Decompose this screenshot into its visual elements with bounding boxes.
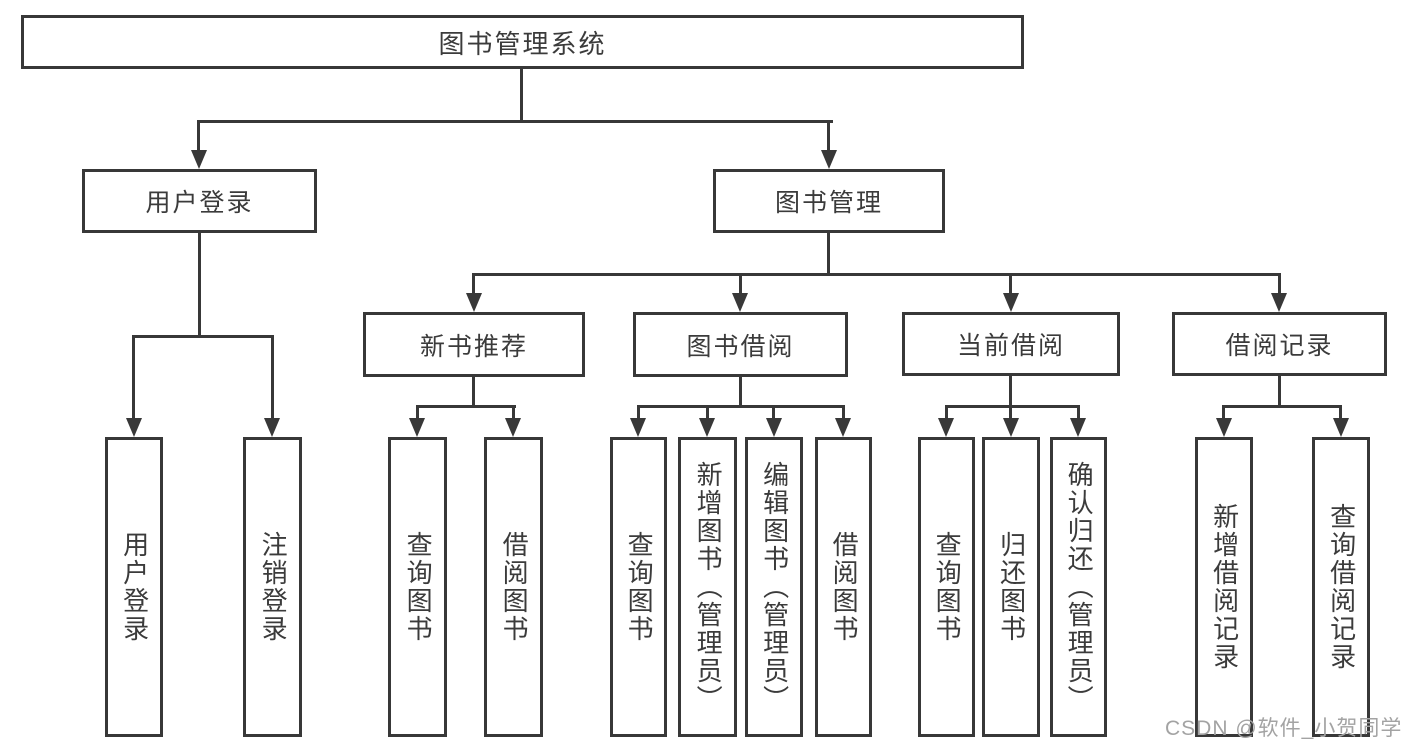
node-new-book-recommend-label: 新书推荐 <box>419 332 528 361</box>
node-book-management-label: 图书管理 <box>774 189 883 217</box>
connector-section-splitter <box>416 405 516 408</box>
leaf-borrow-books-recommend-label: 借阅图书 <box>499 531 530 643</box>
leaf-query-books-current-label: 查询图书 <box>932 531 963 643</box>
connector-mgmt-stem <box>827 233 830 275</box>
leaf-add-book-admin: 新增图书（管理员） <box>678 437 737 737</box>
node-current-borrow-label: 当前借阅 <box>956 332 1065 360</box>
arrow-down-icon <box>1070 418 1086 437</box>
connector-drop <box>197 120 200 152</box>
node-borrow-records-label: 借阅记录 <box>1225 332 1334 360</box>
connector-drop <box>512 405 515 420</box>
connector-drop <box>1278 273 1281 295</box>
leaf-query-books-recommend: 查询图书 <box>388 437 447 737</box>
leaf-borrow-books-recommend: 借阅图书 <box>484 437 543 737</box>
arrow-down-icon <box>1333 418 1349 437</box>
connector-section-stem <box>739 377 742 407</box>
arrow-down-icon <box>938 418 954 437</box>
connector-drop <box>271 335 274 420</box>
leaf-query-borrow-record-label: 查询借阅记录 <box>1326 503 1357 671</box>
connector-drop <box>416 405 419 420</box>
leaf-logout-label: 注销登录 <box>258 531 289 643</box>
leaf-query-books-borrow-label: 查询图书 <box>624 531 655 643</box>
connector-drop <box>472 273 475 295</box>
connector-root-stem <box>520 69 523 123</box>
node-book-borrow-label: 图书借阅 <box>686 332 795 361</box>
leaf-edit-book-admin: 编辑图书（管理员） <box>745 437 803 737</box>
connector-section-stem <box>472 377 475 407</box>
node-root: 图书管理系统 <box>21 15 1024 69</box>
leaf-return-books-label: 归还图书 <box>996 531 1027 643</box>
arrow-down-icon <box>466 293 482 312</box>
leaf-add-borrow-record: 新增借阅记录 <box>1195 437 1253 737</box>
connector-section-stem <box>1278 376 1281 407</box>
leaf-query-books-current: 查询图书 <box>918 437 975 737</box>
arrow-down-icon <box>409 418 425 437</box>
connector-drop <box>637 405 640 420</box>
arrow-down-icon <box>1003 293 1019 312</box>
arrow-down-icon <box>1271 293 1287 312</box>
node-new-book-recommend: 新书推荐 <box>363 312 585 377</box>
leaf-edit-book-admin-label: 编辑图书（管理员） <box>759 461 790 713</box>
connector-drop <box>842 405 845 420</box>
arrow-down-icon <box>264 418 280 437</box>
connector-drop <box>1222 405 1225 420</box>
connector-root-splitter <box>197 120 833 123</box>
leaf-logout: 注销登录 <box>243 437 302 737</box>
leaf-query-books-recommend-label: 查询图书 <box>403 531 434 643</box>
leaf-add-borrow-record-label: 新增借阅记录 <box>1209 503 1240 671</box>
node-book-management: 图书管理 <box>713 169 945 233</box>
arrow-down-icon <box>1216 418 1232 437</box>
connector-drop <box>706 405 709 420</box>
node-user-login-label: 用户登录 <box>145 189 254 217</box>
leaf-confirm-return-admin: 确认归还（管理员） <box>1050 437 1107 737</box>
connector-section-splitter <box>637 405 845 408</box>
leaf-confirm-return-admin-label: 确认归还（管理员） <box>1064 461 1095 713</box>
arrow-down-icon <box>766 418 782 437</box>
connector-mgmt-splitter <box>472 273 1281 276</box>
connector-drop <box>739 273 742 295</box>
node-root-label: 图书管理系统 <box>438 28 607 59</box>
node-book-borrow: 图书借阅 <box>633 312 848 377</box>
node-current-borrow: 当前借阅 <box>902 312 1120 376</box>
leaf-query-books-borrow: 查询图书 <box>610 437 667 737</box>
leaf-user-login-label: 用户登录 <box>119 531 150 643</box>
node-borrow-records: 借阅记录 <box>1172 312 1387 376</box>
watermark: CSDN @软件_小贺同学 <box>1165 717 1403 740</box>
leaf-borrow-books: 借阅图书 <box>815 437 872 737</box>
connector-section-stem <box>1009 376 1012 407</box>
connector-login-stem <box>198 233 201 335</box>
arrow-down-icon <box>630 418 646 437</box>
connector-drop <box>945 405 948 420</box>
connector-drop <box>827 120 830 152</box>
connector-drop <box>1339 405 1342 420</box>
connector-login-splitter <box>132 335 274 338</box>
connector-section-splitter <box>1222 405 1342 408</box>
leaf-borrow-books-label: 借阅图书 <box>829 531 860 643</box>
leaf-user-login: 用户登录 <box>105 437 163 737</box>
connector-drop <box>1077 405 1080 420</box>
arrow-down-icon <box>835 418 851 437</box>
arrow-down-icon <box>191 150 207 169</box>
arrow-down-icon <box>505 418 521 437</box>
connector-drop <box>772 405 775 420</box>
connector-section-splitter <box>945 405 1080 408</box>
arrow-down-icon <box>1003 418 1019 437</box>
arrow-down-icon <box>732 293 748 312</box>
connector-drop <box>1009 273 1012 295</box>
arrow-down-icon <box>699 418 715 437</box>
connector-drop <box>132 335 135 420</box>
arrow-down-icon <box>821 150 837 169</box>
leaf-return-books: 归还图书 <box>982 437 1040 737</box>
leaf-query-borrow-record: 查询借阅记录 <box>1312 437 1370 737</box>
node-user-login: 用户登录 <box>82 169 317 233</box>
leaf-add-book-admin-label: 新增图书（管理员） <box>693 461 724 713</box>
connector-drop <box>1009 405 1012 420</box>
arrow-down-icon <box>126 418 142 437</box>
